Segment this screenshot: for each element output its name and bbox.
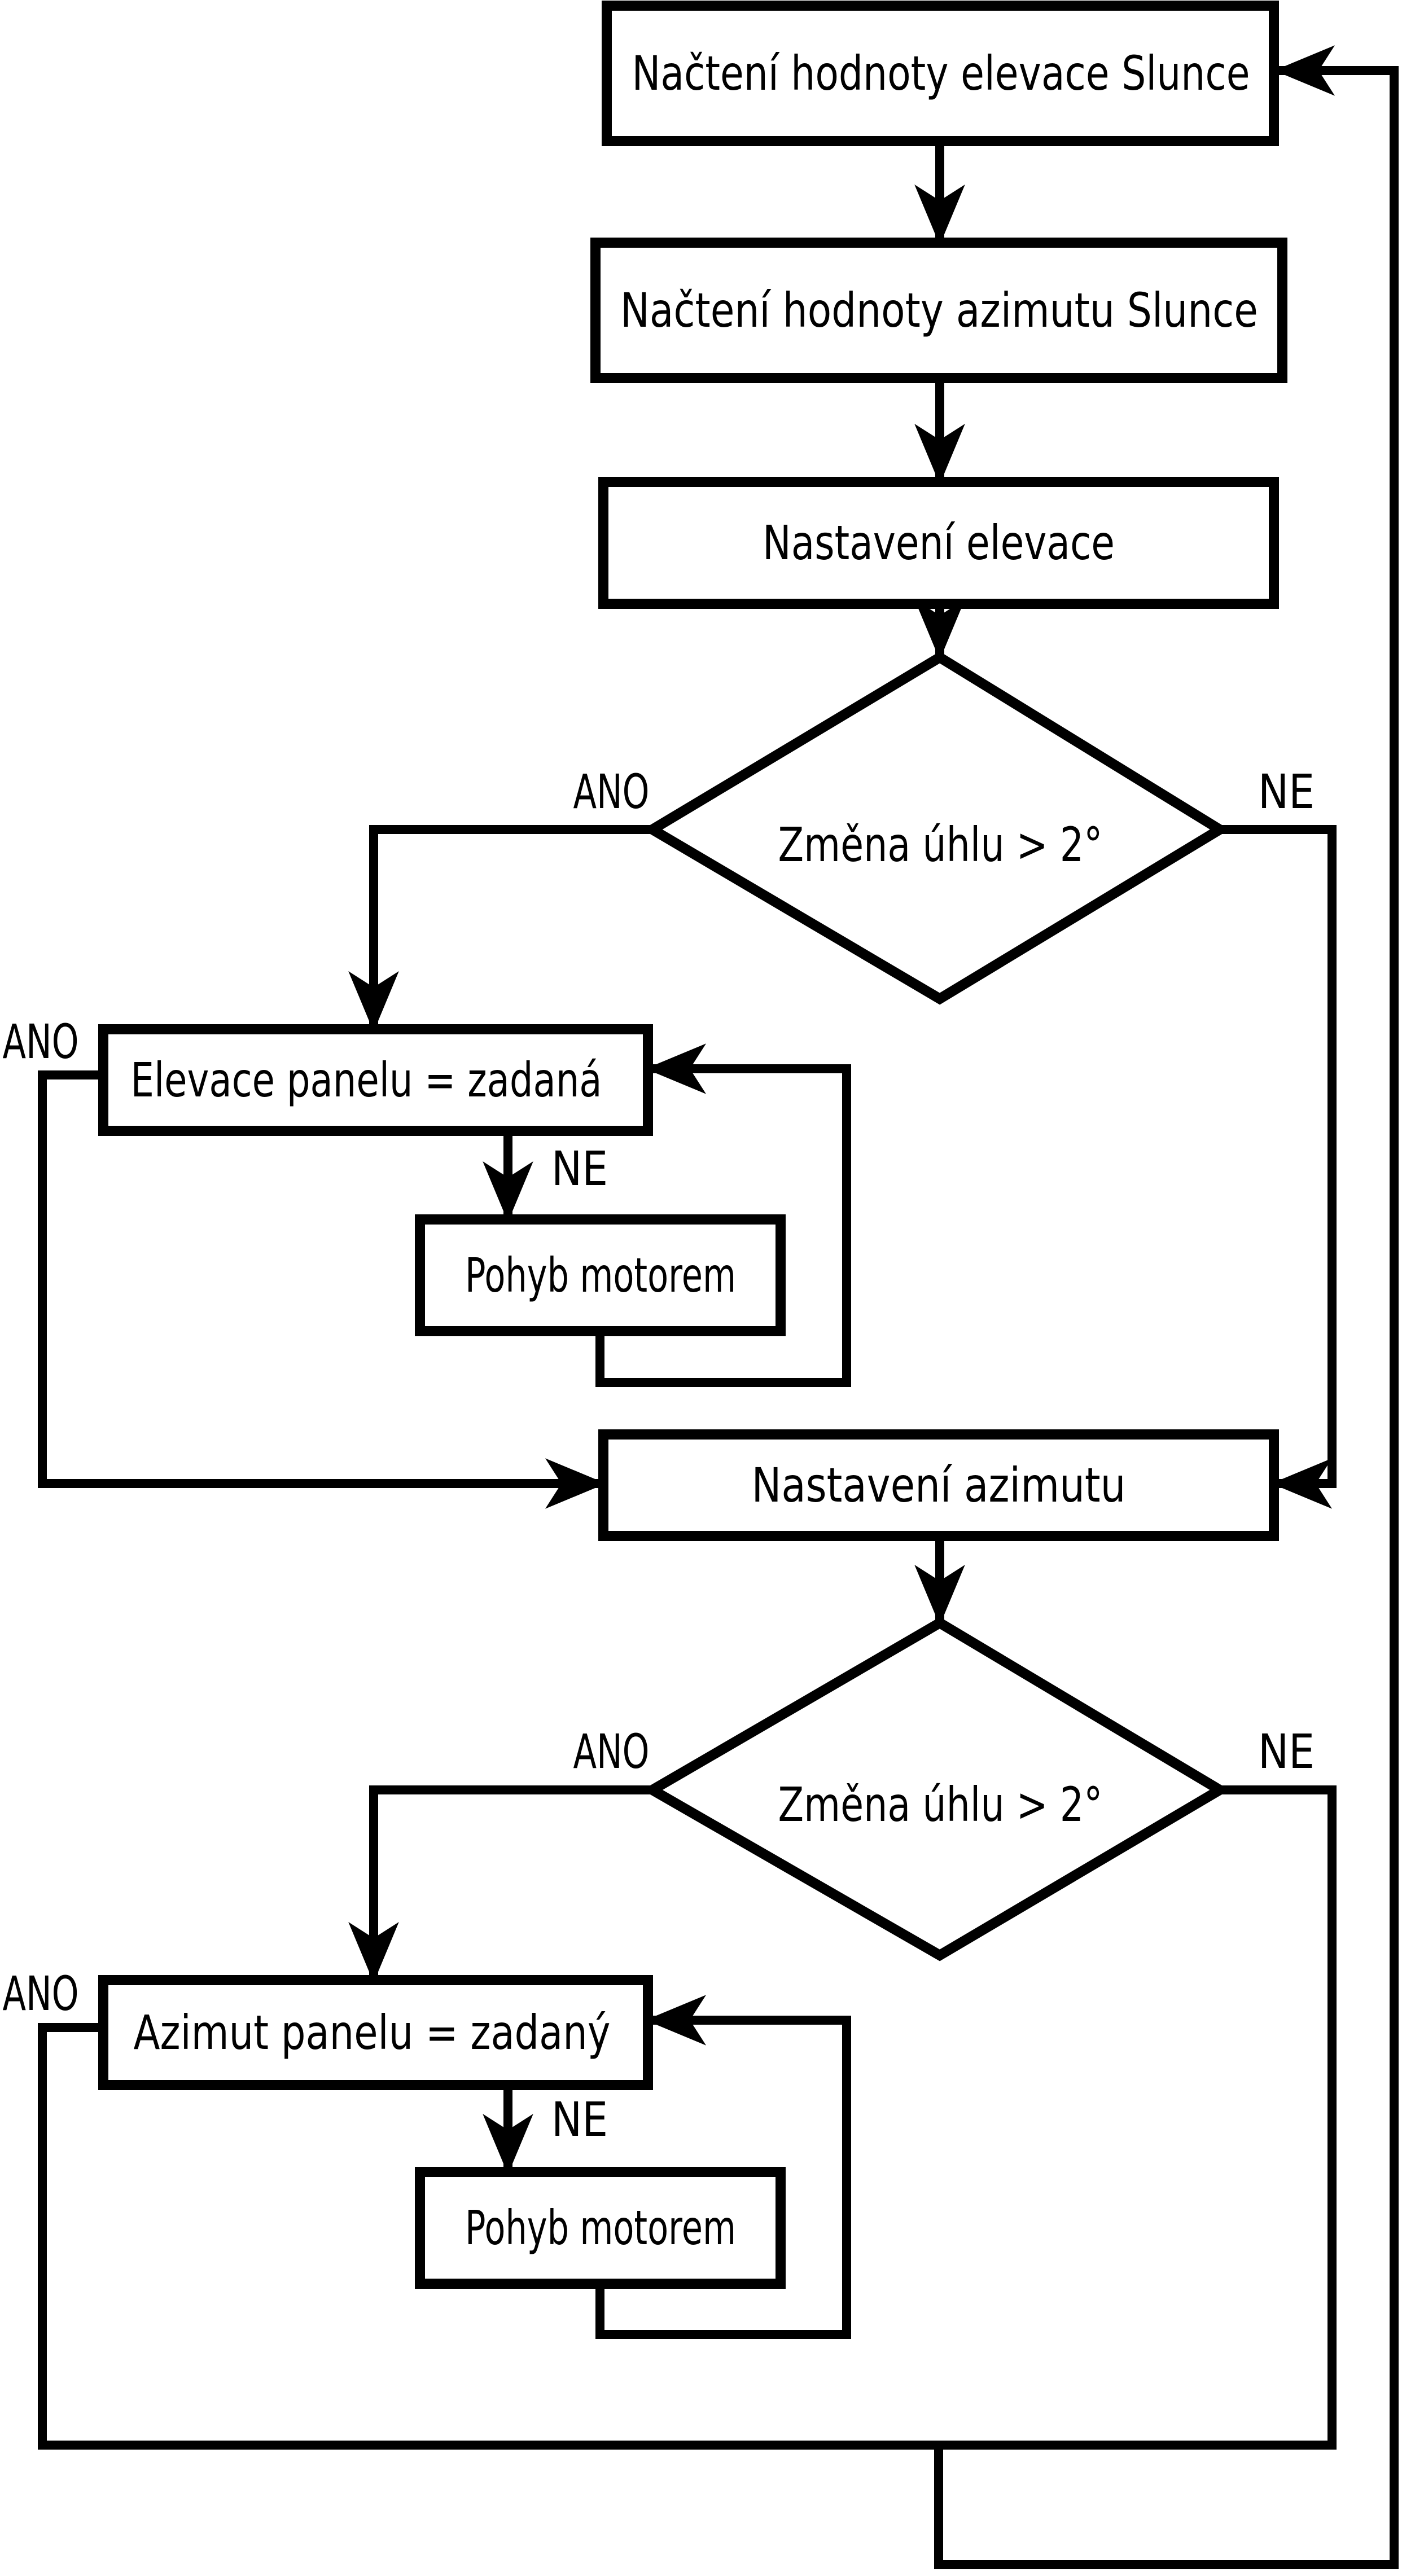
node-load-sun-elevation-label: Načtení hodnoty elevace Slunce [632,46,1250,101]
label-elevation-compare-ne: NE [551,1141,608,1196]
edge-azimuth-compare-ano-to-merge [38,2023,939,2450]
node-panel-azimuth-equals-target [98,1975,653,2090]
node-load-sun-elevation [602,1,1279,146]
edge-elevation-check-ano [348,825,652,1032]
node-set-azimuth-label: Nastavení azimutu [752,1458,1126,1513]
edge-azimuth-check-ano [348,1785,652,1983]
edge-return-to-start [934,45,1399,2569]
node-panel-elevation-equals-target [98,1024,653,1136]
node-elevation-motor-move [415,1214,786,1336]
edge-elevation-check-ne [1220,825,1337,1509]
node-panel-azimuth-equals-target-label: Azimut panelu = zadaný [134,2005,611,2060]
node-azimuth-angle-check-label: Změna úhlu > 2° [778,1777,1103,1832]
label-elevation-check-ne: NE [1258,764,1315,819]
node-elevation-angle-check-diamond [642,651,1230,1005]
node-elevation-motor-move-label: Pohyb motorem [465,1248,736,1303]
node-load-sun-azimuth [590,238,1287,383]
edge-azimuth-motor-loop-back [595,1995,851,2339]
label-azimuth-compare-ne: NE [551,2092,608,2147]
label-elevation-compare-ano: ANO [3,1014,79,1069]
edge-elevation-compare-ano-to-set-azimuth [38,1070,606,1509]
node-elevation-angle-check-label: Změna úhlu > 2° [778,817,1103,872]
edge-elevation-motor-loop-back [595,1043,851,1387]
node-azimuth-motor-move-label: Pohyb motorem [465,2200,736,2255]
label-azimuth-check-ne: NE [1258,1724,1315,1779]
label-azimuth-compare-ano: ANO [3,1966,79,2021]
label-azimuth-check-ano: ANO [573,1724,650,1779]
node-azimuth-motor-move [415,2167,786,2289]
node-panel-elevation-equals-target-label: Elevace panelu = zadaná [131,1052,602,1108]
node-azimuth-angle-check-diamond [642,1617,1230,1961]
label-elevation-check-ano: ANO [573,764,650,819]
edge-azimuth-check-ne-to-merge [939,1785,1337,2450]
node-set-elevation [598,477,1279,609]
node-load-sun-azimuth-label: Načtení hodnoty azimutu Slunce [620,283,1258,338]
node-set-azimuth [598,1429,1279,1541]
node-set-elevation-label: Nastavení elevace [763,515,1115,571]
